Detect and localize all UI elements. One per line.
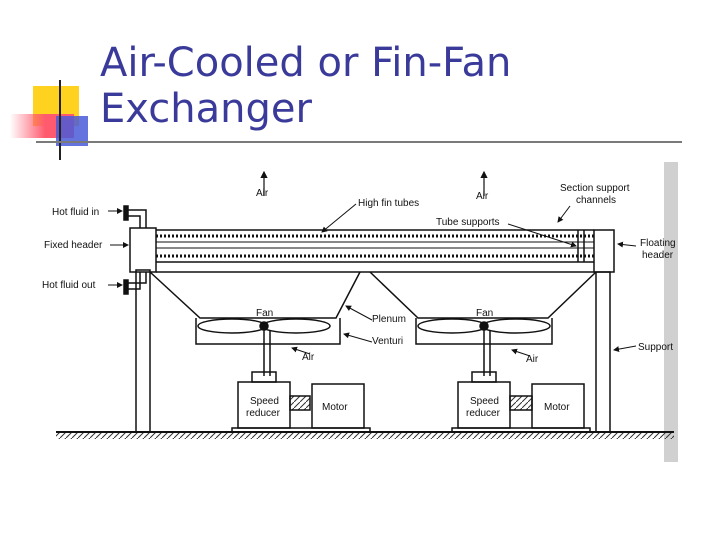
ground <box>56 431 674 439</box>
label-section-support-2: channels <box>576 195 616 206</box>
tube-bundle <box>156 229 594 273</box>
label-hot-fluid-out: Hot fluid out <box>42 280 96 291</box>
label-high-fin-tubes: High fin tubes <box>358 198 419 209</box>
air-arrows <box>260 170 488 196</box>
leader-lines <box>108 203 637 357</box>
label-speed-left-1: Speed <box>250 396 279 407</box>
drive-right <box>451 371 591 433</box>
label-motor-right: Motor <box>544 402 570 413</box>
fixed-header <box>123 205 157 295</box>
label-hot-fluid-in: Hot fluid in <box>52 207 99 218</box>
label-floating-1: Floating <box>640 238 676 249</box>
label-air-fan-right: Air <box>526 354 539 365</box>
label-air-top-left: Air <box>256 188 269 199</box>
title-rule <box>36 141 682 143</box>
label-speed-right-1: Speed <box>470 396 499 407</box>
plenum-left <box>149 271 361 345</box>
label-air-top-right: Air <box>476 191 489 202</box>
floating-header <box>593 229 615 273</box>
label-section-support-1: Section support <box>560 183 630 194</box>
drive-left <box>231 371 371 433</box>
slide-title-line1: Air-Cooled or Fin-Fan <box>100 40 512 86</box>
right-support-column <box>595 271 611 433</box>
slide-title-line2: Exchanger <box>100 86 312 132</box>
label-plenum: Plenum <box>372 314 406 325</box>
label-support: Support <box>638 342 673 353</box>
label-venturi: Venturi <box>372 336 403 347</box>
label-fan-left: Fan <box>256 308 273 319</box>
label-fan-right: Fan <box>476 308 493 319</box>
accent-vertical-line <box>59 80 61 160</box>
fan-right <box>417 318 551 376</box>
label-motor-left: Motor <box>322 402 348 413</box>
label-air-fan-left: Air <box>302 352 315 363</box>
label-floating-2: header <box>642 250 674 261</box>
label-speed-right-2: reducer <box>466 408 501 419</box>
scan-edge-shadow <box>664 162 678 462</box>
left-support-column <box>135 269 151 433</box>
label-tube-supports: Tube supports <box>436 217 500 228</box>
slide-title: Air-Cooled or Fin-Fan Exchanger <box>100 40 511 132</box>
label-fixed-header: Fixed header <box>44 240 103 251</box>
fan-left <box>197 318 331 376</box>
label-speed-left-2: reducer <box>246 408 281 419</box>
